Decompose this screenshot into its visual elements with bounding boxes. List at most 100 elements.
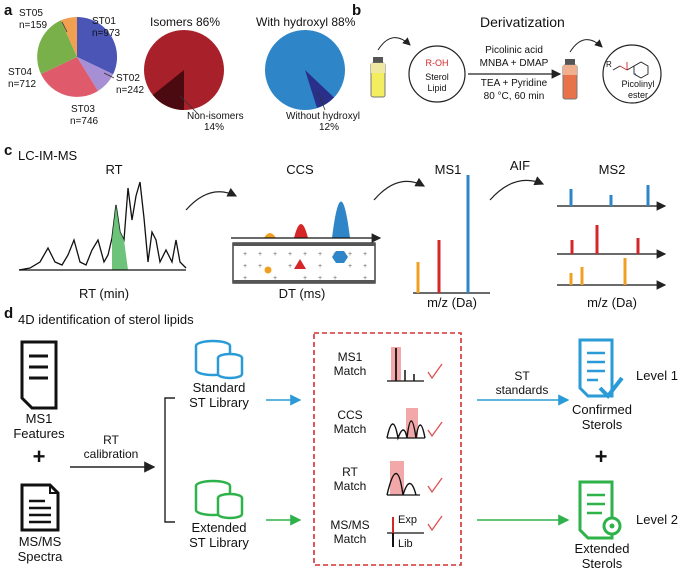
- ccs-axis-label: DT (ms): [278, 286, 326, 301]
- ms2-spectra: [557, 185, 667, 290]
- st03-count: n=746: [70, 116, 99, 127]
- rt-match-line1: RT: [342, 465, 358, 479]
- st05-count: n=159: [19, 20, 48, 31]
- confirmed-sterols-icon: [578, 338, 624, 400]
- non-isomers-label: Non-isomers: [187, 111, 244, 122]
- ms2-axis-label: m/z (Da): [587, 295, 637, 310]
- extended-sterols-line1: Extended: [574, 541, 630, 556]
- confirmed-sterols-line1: Confirmed: [572, 402, 632, 417]
- slice-without-hydroxyl: [305, 70, 334, 108]
- standard-library-line1: Standard: [192, 380, 246, 395]
- match-criteria-box: [313, 332, 462, 566]
- lipid-label: Lipid: [427, 83, 447, 93]
- derivatization-title: Derivatization: [480, 14, 565, 30]
- without-hydroxyl-percent: 12%: [319, 122, 340, 133]
- rt-chromatogram: [18, 181, 187, 271]
- rt-axis-label: RT (min): [78, 286, 130, 301]
- st02-label: ST02: [116, 73, 140, 84]
- slice-st04: [37, 20, 77, 74]
- rt-calibration-line1: RT: [103, 433, 119, 447]
- svg-text:+: +: [303, 275, 307, 282]
- aif-label: AIF: [509, 158, 531, 173]
- svg-text:+: +: [273, 251, 277, 258]
- check-icon: [427, 477, 443, 494]
- ccs-match-line1: CCS: [337, 408, 363, 422]
- pie-st-classes: [37, 16, 118, 97]
- ms1-features-line2: Features: [13, 426, 65, 441]
- rt-highlighted-peak: [112, 205, 128, 270]
- panel-label-b: b: [352, 2, 362, 19]
- ccs-ion-mobility: +++++++++ ++++++ ++++++: [231, 201, 382, 284]
- svg-text:+: +: [258, 251, 262, 258]
- msms-spectra-line1: MS/MS: [18, 534, 62, 549]
- ms1-features-line1: MS1: [25, 411, 53, 426]
- product-line-1: Picolinyl: [621, 79, 655, 89]
- panel-label-d: d: [4, 305, 14, 322]
- exp-label: Exp: [398, 514, 417, 526]
- svg-text:+: +: [258, 263, 262, 270]
- ccs-match-mini-plot: [386, 408, 443, 441]
- confirmed-sterols-line2: Sterols: [581, 417, 623, 432]
- reagent-1: Picolinic acid: [485, 45, 543, 56]
- ms1-match-line1: MS1: [337, 350, 363, 364]
- svg-text:+: +: [288, 251, 292, 258]
- svg-text:+: +: [348, 251, 352, 258]
- ms1-match-line2: Match: [333, 364, 367, 378]
- ms1-title: MS1: [434, 162, 462, 177]
- st04-label: ST04: [8, 67, 32, 78]
- svg-text:+: +: [243, 251, 247, 258]
- msms-match-mini-plot: [387, 515, 443, 547]
- slice-st03: [41, 57, 98, 97]
- svg-text:+: +: [288, 263, 292, 270]
- reagent-2: MNBA + DMAP: [479, 58, 549, 69]
- ion-circle-icon: [264, 266, 272, 274]
- condition-1: TEA + Pyridine: [480, 78, 548, 89]
- ion-hexagon-icon: [332, 251, 348, 263]
- rt-match-line2: Match: [333, 479, 367, 493]
- ms1-features-icon: [20, 340, 58, 410]
- ccs-match-line2: Match: [333, 422, 367, 436]
- svg-text:+: +: [318, 263, 322, 270]
- svg-text:+: +: [333, 275, 337, 282]
- level-2-label: Level 2: [636, 512, 678, 527]
- pie-hydroxyl: [265, 30, 345, 111]
- ccs-title: CCS: [286, 162, 314, 177]
- msms-spectra-icon: [20, 483, 60, 532]
- st02-count: n=242: [116, 85, 145, 96]
- ms2-title: MS2: [598, 162, 626, 177]
- svg-text:+: +: [243, 275, 247, 282]
- rt-calibration-line2: calibration: [83, 447, 139, 461]
- ms1-axis-label: m/z (Da): [427, 295, 477, 310]
- isomers-label: Isomers 86%: [150, 15, 221, 29]
- plus-sign-right: +: [594, 444, 608, 469]
- st04-count: n=712: [8, 79, 37, 90]
- ccs-peak-orange: [264, 233, 276, 238]
- standard-library-database-icon: [194, 339, 244, 380]
- svg-text:+: +: [273, 275, 277, 282]
- check-icon: [427, 515, 443, 532]
- extended-library-line2: ST Library: [189, 535, 249, 550]
- msms-match-line2: Match: [333, 532, 367, 546]
- st-standards-line2: standards: [495, 383, 549, 397]
- svg-text:+: +: [363, 275, 367, 282]
- panel-label-a: a: [4, 2, 13, 19]
- picolinyl-structure-icon: [612, 61, 649, 79]
- panel-label-c: c: [4, 142, 13, 159]
- lc-im-ms-title: LC-IM-MS: [18, 148, 78, 163]
- ester-vial-icon: [562, 59, 578, 100]
- condition-2: 80 °C, 60 min: [483, 91, 545, 102]
- svg-text:+: +: [363, 251, 367, 258]
- r-oh-group: R-OH: [425, 58, 449, 68]
- svg-text:+: +: [318, 251, 322, 258]
- extended-sterols-line2: Sterols: [581, 556, 623, 571]
- ccs-peak-blue: [332, 201, 350, 238]
- msms-match-line1: MS/MS: [330, 518, 370, 532]
- svg-text:+: +: [243, 263, 247, 270]
- lib-label: Lib: [398, 538, 413, 550]
- st01-label: ST01: [92, 16, 116, 27]
- ion-triangle-icon: [294, 259, 306, 269]
- check-icon: [427, 363, 443, 380]
- svg-text:+: +: [303, 251, 307, 258]
- slice-st02: [77, 57, 114, 91]
- panel-d-title: 4D identification of sterol lipids: [18, 312, 194, 327]
